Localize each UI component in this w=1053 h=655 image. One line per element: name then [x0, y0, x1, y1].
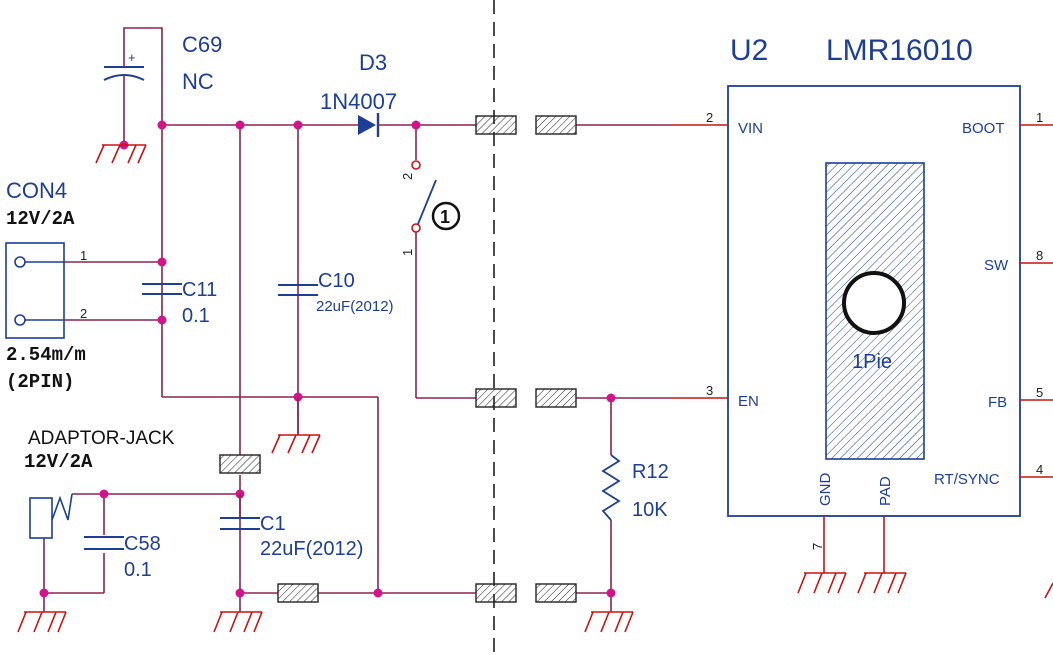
c10-capacitor-symbol	[278, 284, 318, 296]
c11-capacitor-symbol	[142, 283, 182, 295]
con4-pin1: 1	[80, 248, 87, 263]
u2-pin-gnd-name: GND	[817, 473, 834, 507]
u2-pin-boot-num: 1	[1036, 110, 1043, 125]
r12-value: 10K	[632, 499, 668, 521]
con4-connector-symbol	[5, 242, 65, 339]
switch-marker-circle	[431, 201, 461, 231]
adaptor-ref: ADAPTOR-JACK	[28, 428, 175, 449]
u2-pin-fb-num: 5	[1036, 385, 1043, 400]
c69-capacitor-symbol: +	[103, 50, 145, 85]
d3-value: 1N4007	[320, 89, 397, 114]
switch-marker: 1	[440, 207, 450, 227]
c58-capacitor-symbol	[84, 536, 124, 550]
u2-pin-rtsync-name: RT/SYNC	[934, 471, 1000, 488]
c58-value: 0.1	[124, 559, 152, 581]
u2-pin-fb-name: FB	[988, 394, 1007, 411]
u2-pin-rtsync-num: 4	[1036, 462, 1043, 477]
u2-pin-boot-name: BOOT	[962, 120, 1005, 137]
ground-symbols	[17, 144, 1053, 633]
r12-ref: R12	[632, 461, 669, 483]
c1-capacitor-symbol	[220, 494, 260, 530]
u2-pin-en-name: EN	[738, 393, 759, 410]
u2-pin-vin-num: 2	[706, 110, 713, 125]
c1-ref: C1	[260, 513, 286, 535]
u2-part: LMR16010	[826, 34, 973, 67]
r12-resistor-symbol	[601, 454, 621, 521]
con4-pitch: 2.54m/m	[6, 344, 86, 366]
c10-ref: C10	[318, 270, 355, 292]
u2-pin-sw-num: 8	[1036, 248, 1043, 263]
junctions	[39, 120, 616, 598]
c10-value: 22uF(2012)	[316, 298, 394, 315]
d3-diode-symbol	[358, 113, 380, 137]
switch-pin2: 2	[400, 173, 415, 180]
d3-ref: D3	[359, 50, 387, 75]
u2-pin-sw-name: SW	[984, 257, 1009, 274]
u2-pin-vin-name: VIN	[738, 120, 763, 137]
jumper-pads	[219, 115, 577, 603]
u2-pad-label: 1Pie	[852, 351, 892, 373]
switch-pin1: 1	[400, 249, 415, 256]
c69-value: NC	[182, 69, 214, 94]
c11-ref: C11	[182, 279, 217, 301]
c58-ref: C58	[124, 533, 161, 555]
u2-pin-en-num: 3	[706, 383, 713, 398]
adaptor-jack-symbol	[29, 493, 73, 539]
c69-ref: C69	[182, 32, 222, 57]
u2-ic-symbol	[672, 85, 1053, 573]
con4-ref: CON4	[6, 178, 67, 203]
c11-value: 0.1	[182, 305, 210, 327]
u2-pin-pad-name: PAD	[877, 476, 894, 506]
u2-pin-gnd-num: 7	[810, 543, 825, 550]
c1-value: 22uF(2012)	[260, 538, 363, 560]
u2-ref: U2	[730, 34, 768, 67]
switch-symbol	[411, 160, 437, 240]
svg-text:+: +	[128, 50, 136, 65]
con4-rating: 12V/2A	[6, 208, 75, 230]
adaptor-rating: 12V/2A	[24, 451, 93, 473]
con4-pins: (2PIN)	[6, 371, 74, 393]
con4-pin2: 2	[80, 306, 87, 321]
